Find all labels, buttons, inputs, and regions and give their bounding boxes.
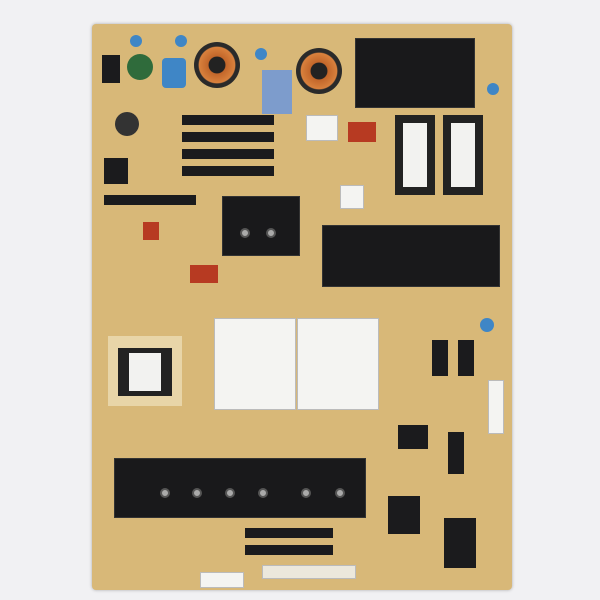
barcode-label [262, 565, 356, 579]
capacitor-dark [115, 112, 139, 136]
transformer [443, 115, 483, 195]
capacitor [255, 48, 267, 60]
transformer [118, 348, 172, 396]
connector [488, 380, 504, 434]
transistor [448, 432, 464, 474]
heatsink [355, 38, 475, 108]
capacitor-box [262, 70, 292, 114]
chip [102, 55, 120, 83]
component-row [245, 545, 333, 555]
capacitor [175, 35, 187, 47]
heatsink [322, 225, 500, 287]
component-row [182, 115, 274, 125]
component-row [104, 195, 196, 205]
film-capacitor [297, 318, 379, 410]
heatsink [222, 196, 300, 256]
capacitor-red [190, 265, 218, 283]
chip [104, 158, 128, 184]
transformer [395, 115, 435, 195]
inductor [388, 496, 420, 534]
capacitor-blue [162, 58, 186, 88]
inductor-coil [296, 48, 342, 94]
capacitor-red [143, 222, 159, 240]
capacitor [480, 318, 494, 332]
screw [240, 228, 250, 238]
screw [192, 488, 202, 498]
transistor [458, 340, 474, 376]
screw [160, 488, 170, 498]
film-capacitor [214, 318, 296, 410]
chip [398, 425, 428, 449]
component-row [245, 528, 333, 538]
component-row [182, 166, 274, 176]
capacitor [130, 35, 142, 47]
component-white [306, 115, 338, 141]
capacitor-green [127, 54, 153, 80]
screw [301, 488, 311, 498]
component-white [340, 185, 364, 209]
inductor [444, 518, 476, 568]
component-row [182, 149, 274, 159]
screw [335, 488, 345, 498]
inductor-coil [194, 42, 240, 88]
screw [225, 488, 235, 498]
heatsink [114, 458, 366, 518]
screw [266, 228, 276, 238]
transistor [432, 340, 448, 376]
capacitor [487, 83, 499, 95]
connector [200, 572, 244, 588]
component-row [182, 132, 274, 142]
capacitor-red [348, 122, 376, 142]
screw [258, 488, 268, 498]
